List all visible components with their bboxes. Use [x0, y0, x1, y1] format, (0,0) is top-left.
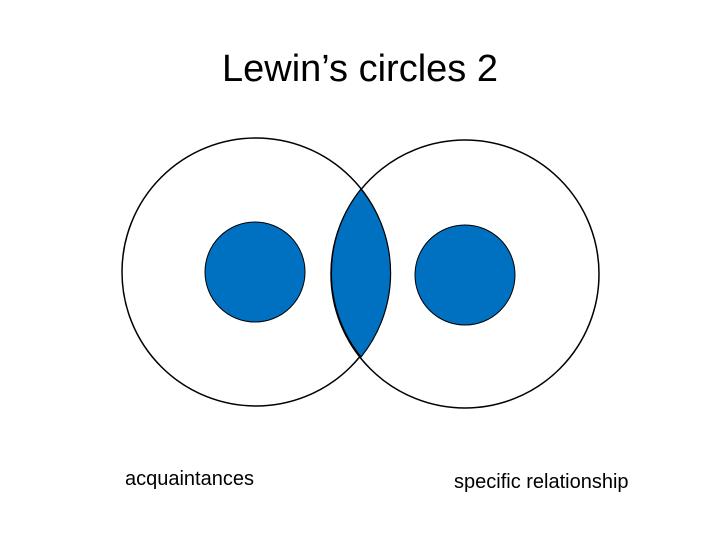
right-inner-circle	[414, 224, 516, 326]
label-acquaintances: acquaintances	[125, 468, 254, 490]
label-specific-relationship: specific relationship	[454, 471, 629, 493]
left-inner-circle	[204, 221, 306, 323]
overlap-lens	[330, 188, 392, 358]
slide-title: Lewin’s circles 2	[222, 48, 498, 90]
